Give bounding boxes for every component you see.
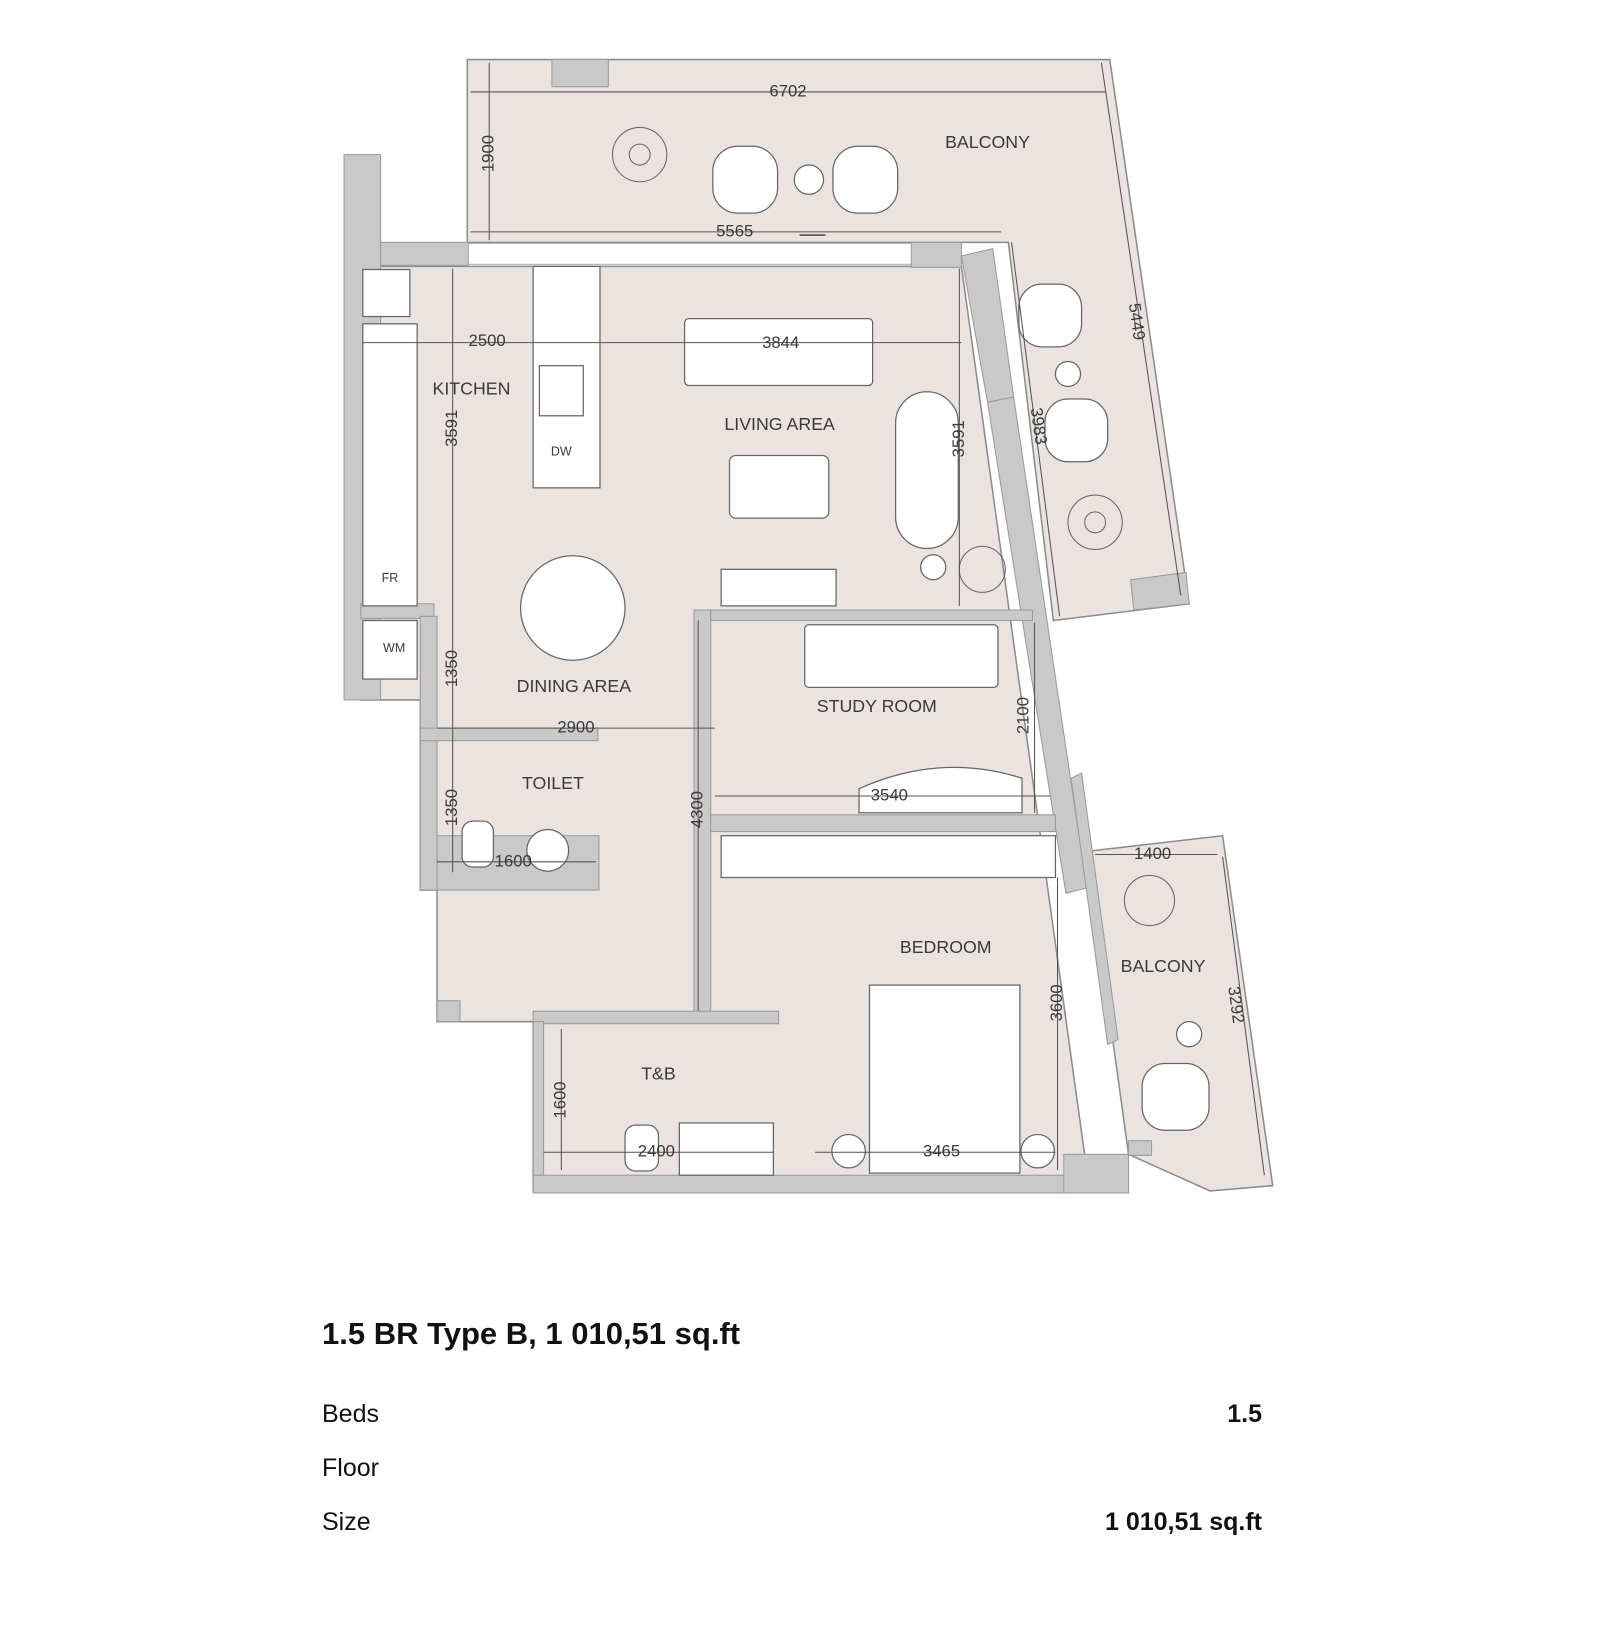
dimension-label: 3292 [1224,985,1248,1024]
detail-label: Floor [322,1454,379,1482]
dimension-label: 1350 [442,789,461,826]
dimension-label: 1600 [551,1081,570,1118]
dimension-label: 2500 [469,331,506,350]
dimension-label: 1350 [442,650,461,687]
window-balcony [467,242,912,265]
detail-label: Size [322,1508,371,1536]
dimension-label: 3540 [871,785,908,804]
room-label-study-room: STUDY ROOM [817,696,937,716]
dimension-label: 6702 [769,81,806,100]
detail-label: Beds [322,1400,379,1428]
room-label-toilet: TOILET [522,773,584,793]
detail-row-floor: Floor [322,1454,1262,1483]
room-label-living-area: LIVING AREA [724,414,835,434]
dimension-label: 5565 [716,221,753,240]
appliance-label-wm: WM [383,641,405,655]
dimension-label: 3591 [442,410,461,447]
dimension-label: 4300 [688,791,707,828]
dimension-label: 3983 [1027,406,1051,445]
detail-row-beds: Beds 1.5 [322,1400,1262,1429]
detail-value: 1.5 [1227,1400,1262,1428]
unit-title: 1.5 BR Type B, 1 010,51 sq.ft [322,1316,741,1351]
dimension-label: 2900 [557,718,594,737]
dimension-label: 1600 [495,851,532,870]
plant-icons [611,126,1176,927]
furniture [362,145,1210,1176]
dimension-label: 1900 [479,135,498,172]
dimension-label: 3600 [1047,984,1066,1021]
dimension-lines [362,62,1265,1176]
balcony-bedroom-area [1085,834,1274,1192]
room-label-tb: T&B [641,1064,676,1084]
detail-value: 1 010,51 sq.ft [1104,1508,1262,1536]
dimension-label: 3465 [923,1142,960,1161]
dimension-label: 3591 [949,420,968,457]
dimension-labels: 6702 1900 5565 2500 3844 3591 3591 3983 … [442,81,1248,1160]
room-label-kitchen: KITCHEN [433,378,511,398]
room-label-bedroom: BEDROOM [900,937,992,957]
room-label-dining-area: DINING AREA [517,676,632,696]
dimension-label: 1400 [1134,844,1171,863]
room-label-balcony-bedroom: BALCONY [1121,956,1206,976]
dimension-label: 2400 [638,1142,675,1161]
room-label-balcony-top: BALCONY [945,132,1030,152]
appliance-label-dw: DW [551,445,572,459]
detail-row-size: Size 1 010,51 sq.ft [322,1508,1262,1537]
dimension-label: 2100 [1014,697,1033,734]
dimension-label: 3844 [762,333,799,352]
dimension-label: 5449 [1125,302,1149,341]
appliance-label-fr: FR [382,571,399,585]
